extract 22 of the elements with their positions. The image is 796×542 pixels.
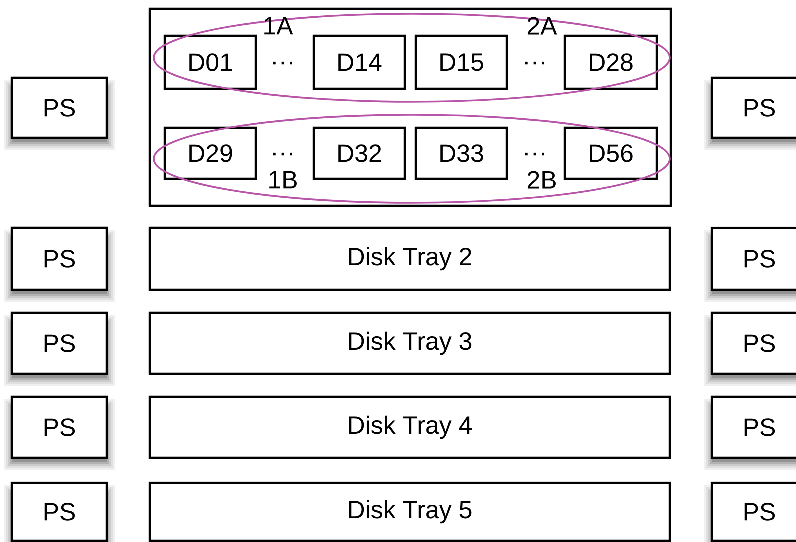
power-supply-box: PS [704,226,796,302]
disk-tray-box: Disk Tray 2 [148,226,672,292]
disk-tray-box: Disk Tray 4 [148,396,672,460]
ellipsis: ··· [526,62,545,65]
ellipsis: ··· [274,152,293,156]
power-supply-box: PS [4,312,115,386]
power-supply-box: PS [704,312,796,386]
ellipsis: ··· [526,152,545,156]
power-supply-box: PS [704,396,796,470]
power-supply-box: PS [4,482,115,542]
power-supply-box: PS [704,76,796,150]
group-label: 2A [528,17,558,35]
disk-tray-box: Disk Tray 5 [148,482,672,542]
power-supply-box: PS [4,226,115,302]
ellipsis: ··· [274,62,293,65]
group-label: 1A [264,17,294,35]
power-supply-box: PS [704,482,796,542]
group-label: 1B [270,171,297,189]
power-supply-box: PS [4,76,115,150]
power-supply-box: PS [4,396,115,470]
disk-tray-box: Disk Tray 3 [148,312,672,376]
group-label: 2B [528,171,556,189]
